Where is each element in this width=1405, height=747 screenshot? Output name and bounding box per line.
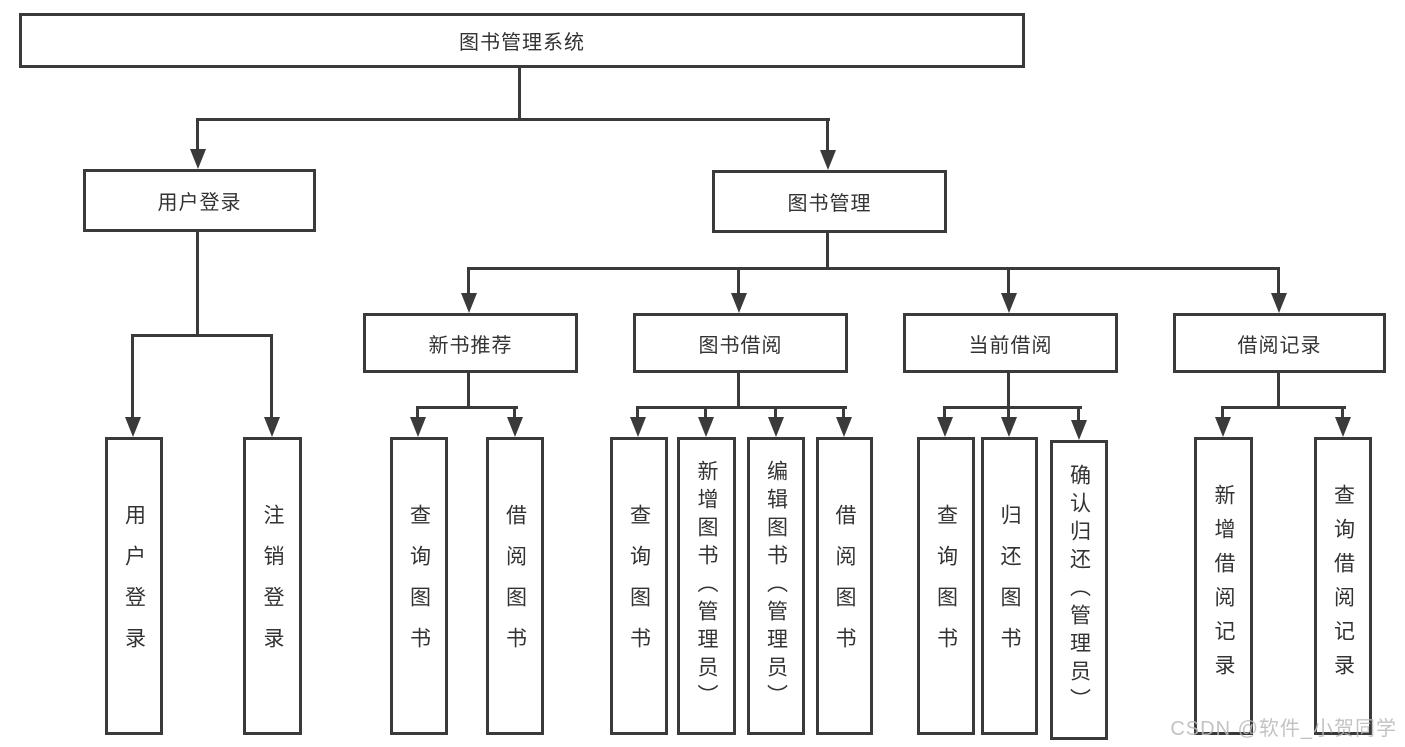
arrowhead-icon (507, 417, 523, 437)
node-book-borrowing: 图书借阅 (633, 313, 848, 373)
arrowhead-icon (1001, 417, 1017, 437)
node-label: 确认归还（管理员） (1067, 464, 1091, 716)
connector-root-stem (518, 68, 521, 119)
node-current-borrowing: 当前借阅 (903, 313, 1118, 373)
node-user-login: 用户登录 (83, 169, 316, 232)
arrowhead-icon (698, 417, 714, 437)
node-label: 新增借阅记录 (1212, 484, 1235, 688)
arrowhead-icon (630, 417, 646, 437)
arrowhead-icon (264, 417, 280, 437)
leaf-confirm-return-admin: 确认归还（管理员） (1050, 440, 1108, 740)
connector-to-leaf (1221, 406, 1224, 417)
node-label: 借阅记录 (1237, 334, 1322, 357)
connector-book-mgmt-stem (826, 233, 829, 269)
arrowhead-icon (125, 417, 141, 437)
connector-current-borrow-bar (943, 406, 1082, 409)
connector-book-borrow-stem (737, 373, 740, 408)
connector-to-leaf (636, 406, 639, 417)
node-book-management: 图书管理 (712, 170, 947, 233)
node-label: 查询借阅记录 (1331, 484, 1355, 688)
arrowhead-icon (410, 417, 426, 437)
arrowhead-icon (820, 150, 836, 170)
connector-to-book-borrow (737, 267, 740, 293)
node-label: 借阅图书 (503, 504, 527, 668)
node-label: 查询图书 (407, 504, 431, 668)
connector-borrow-records-bar (1221, 406, 1346, 409)
node-label: 当前借阅 (968, 334, 1053, 357)
connector-to-new-book-rec (467, 267, 470, 293)
node-label: 注销登录 (261, 504, 284, 668)
arrowhead-icon (731, 293, 747, 313)
leaf-borrow-books: 借阅图书 (816, 437, 873, 735)
leaf-query-books: 查询图书 (610, 437, 668, 735)
node-label: 归还图书 (998, 504, 1021, 668)
arrowhead-icon (1271, 293, 1287, 313)
connector-book-borrow-bar (636, 406, 847, 409)
connector-new-book-rec-bar (416, 406, 518, 409)
node-library-management-system: 图书管理系统 (19, 13, 1025, 68)
arrowhead-icon (461, 293, 477, 313)
connector-to-leaf (416, 406, 419, 417)
node-label: 图书管理 (787, 193, 872, 215)
connector-to-leaf (131, 334, 134, 417)
connector-current-borrow-stem (1007, 373, 1010, 408)
node-label: 新书推荐 (428, 334, 513, 357)
leaf-edit-books-admin: 编辑图书（管理员） (747, 437, 805, 735)
connector-to-leaf (1007, 406, 1010, 417)
connector-to-leaf (513, 406, 516, 417)
connector-to-leaf (270, 334, 273, 417)
leaf-query-books: 查询图书 (917, 437, 975, 735)
leaf-user-login: 用户登录 (105, 437, 163, 735)
node-label: 查询图书 (627, 504, 651, 668)
arrowhead-icon (937, 417, 953, 437)
connector-borrow-records-stem (1277, 373, 1280, 408)
arrowhead-icon (1001, 293, 1017, 313)
connector-new-book-rec-stem (467, 373, 470, 408)
connector-to-user-login (196, 118, 199, 149)
node-borrowing-records: 借阅记录 (1173, 313, 1386, 373)
leaf-logout: 注销登录 (243, 437, 302, 735)
node-label: 图书管理系统 (459, 32, 585, 54)
node-label: 用户登录 (157, 192, 242, 214)
connector-root-bar (196, 118, 830, 121)
arrowhead-icon (190, 149, 206, 169)
connector-to-leaf (1077, 406, 1080, 420)
arrowhead-icon (768, 417, 784, 437)
node-label: 借阅图书 (833, 504, 856, 668)
connector-to-leaf (1341, 406, 1344, 417)
connector-to-book-mgmt (826, 118, 829, 150)
arrowhead-icon (1071, 420, 1087, 440)
leaf-borrow-books: 借阅图书 (486, 437, 544, 735)
leaf-add-books-admin: 新增图书（管理员） (677, 437, 736, 735)
connector-to-leaf (943, 406, 946, 417)
leaf-return-books: 归还图书 (981, 437, 1038, 735)
leaf-add-borrow-record: 新增借阅记录 (1194, 437, 1253, 735)
connector-to-leaf (704, 406, 707, 417)
connector-to-leaf (842, 406, 845, 417)
node-label: 编辑图书（管理员） (764, 460, 788, 712)
leaf-query-borrow-record: 查询借阅记录 (1314, 437, 1372, 735)
connector-level3-bar (467, 267, 1280, 270)
connector-user-login-bar (131, 334, 273, 337)
node-label: 查询图书 (934, 504, 958, 668)
arrowhead-icon (1215, 417, 1231, 437)
connector-to-current-borrow (1007, 267, 1010, 293)
connector-user-login-stem (196, 232, 199, 336)
node-label: 图书借阅 (698, 334, 783, 357)
leaf-query-books: 查询图书 (390, 437, 448, 735)
connector-to-leaf (774, 406, 777, 417)
node-label: 新增图书（管理员） (695, 460, 718, 712)
node-new-book-recommend: 新书推荐 (363, 313, 578, 373)
connector-to-borrow-records (1277, 267, 1280, 293)
arrowhead-icon (836, 417, 852, 437)
arrowhead-icon (1335, 417, 1351, 437)
node-label: 用户登录 (122, 504, 146, 668)
